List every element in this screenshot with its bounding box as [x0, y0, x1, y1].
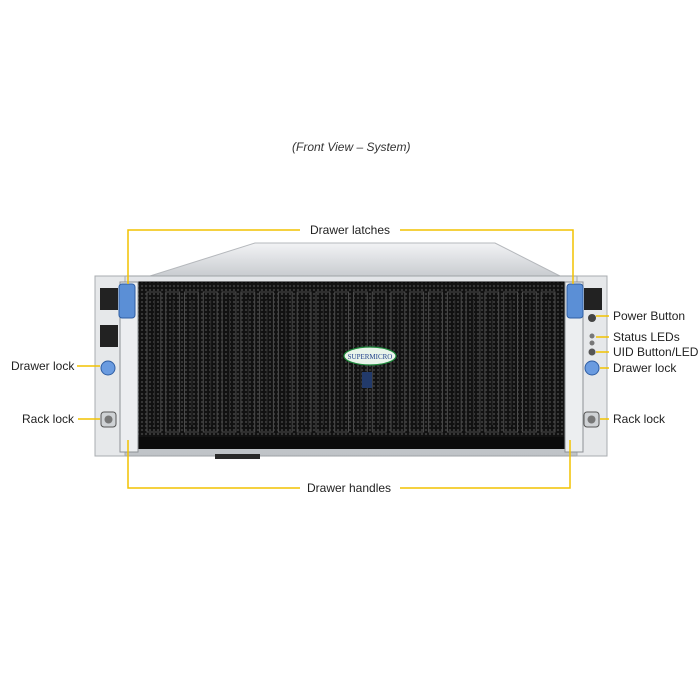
drive-sled [184, 291, 199, 433]
uid-button-icon[interactable] [588, 348, 596, 356]
left-drawer-lock-icon[interactable] [100, 360, 116, 376]
drive-sled [409, 291, 425, 433]
drive-sled [428, 291, 443, 433]
left-drawer-handle[interactable] [119, 281, 139, 453]
drive-sled [146, 291, 162, 433]
status-led-icon-1 [589, 333, 595, 339]
label-power-button: Power Button [613, 309, 686, 323]
right-ear-slot-top [584, 288, 602, 310]
drive-sled [446, 291, 462, 433]
drive-sled [277, 291, 293, 433]
drive-sled [315, 291, 331, 433]
bezel-foot [215, 454, 260, 459]
left-ear-slot-mid [100, 325, 118, 347]
callout-lines [77, 229, 609, 489]
right-drawer-latch[interactable] [566, 283, 584, 319]
label-drawer-lock-right: Drawer lock [613, 361, 677, 375]
figure-caption: (Front View – System) [292, 140, 411, 154]
drive-sled [540, 291, 556, 433]
drive-sled [334, 291, 350, 433]
drive-sled-columns [146, 291, 556, 433]
power-button-icon[interactable] [588, 314, 596, 322]
label-drawer-handles: Drawer handles [307, 481, 392, 495]
bezel-bottom-strip [137, 437, 565, 449]
right-rack-lock-knob [587, 415, 596, 424]
drive-sled [240, 291, 256, 433]
label-rack-lock-right: Rack lock [613, 412, 666, 426]
callout-drawer-latches-right [400, 229, 574, 284]
status-led-icon-2 [589, 340, 595, 346]
left-drawer-latch[interactable] [118, 283, 136, 319]
front-bezel-mesh [136, 281, 566, 448]
right-drawer-handle[interactable] [564, 281, 584, 453]
logo-badge [362, 372, 372, 388]
drive-sled [296, 291, 312, 433]
callout-drawer-handles-right [400, 440, 571, 489]
drive-sled [484, 291, 500, 433]
label-rack-lock-left: Rack lock [22, 412, 75, 426]
drive-sled [522, 291, 537, 433]
callout-drawer-latches [127, 229, 300, 284]
left-rack-lock-knob [104, 415, 113, 424]
right-drawer-lock-icon[interactable] [584, 360, 600, 376]
label-drawer-lock-left: Drawer lock [11, 359, 75, 373]
drive-sled [165, 291, 181, 433]
drive-sled [259, 291, 274, 433]
supermicro-logo-icon [343, 346, 397, 366]
drive-sled [503, 291, 519, 433]
label-status-leds: Status LEDs [613, 330, 680, 344]
label-uid-button-led: UID Button/LED [613, 345, 699, 359]
chassis-top [149, 242, 561, 277]
drive-sled [221, 291, 237, 433]
drive-sled [465, 291, 481, 433]
logo-text: SUPERMICRO [348, 353, 393, 361]
left-ear-slot-top [100, 288, 118, 310]
drive-sled [202, 291, 218, 433]
callout-drawer-handles [127, 440, 300, 489]
label-drawer-latches: Drawer latches [310, 223, 391, 237]
drive-sled [390, 291, 406, 433]
